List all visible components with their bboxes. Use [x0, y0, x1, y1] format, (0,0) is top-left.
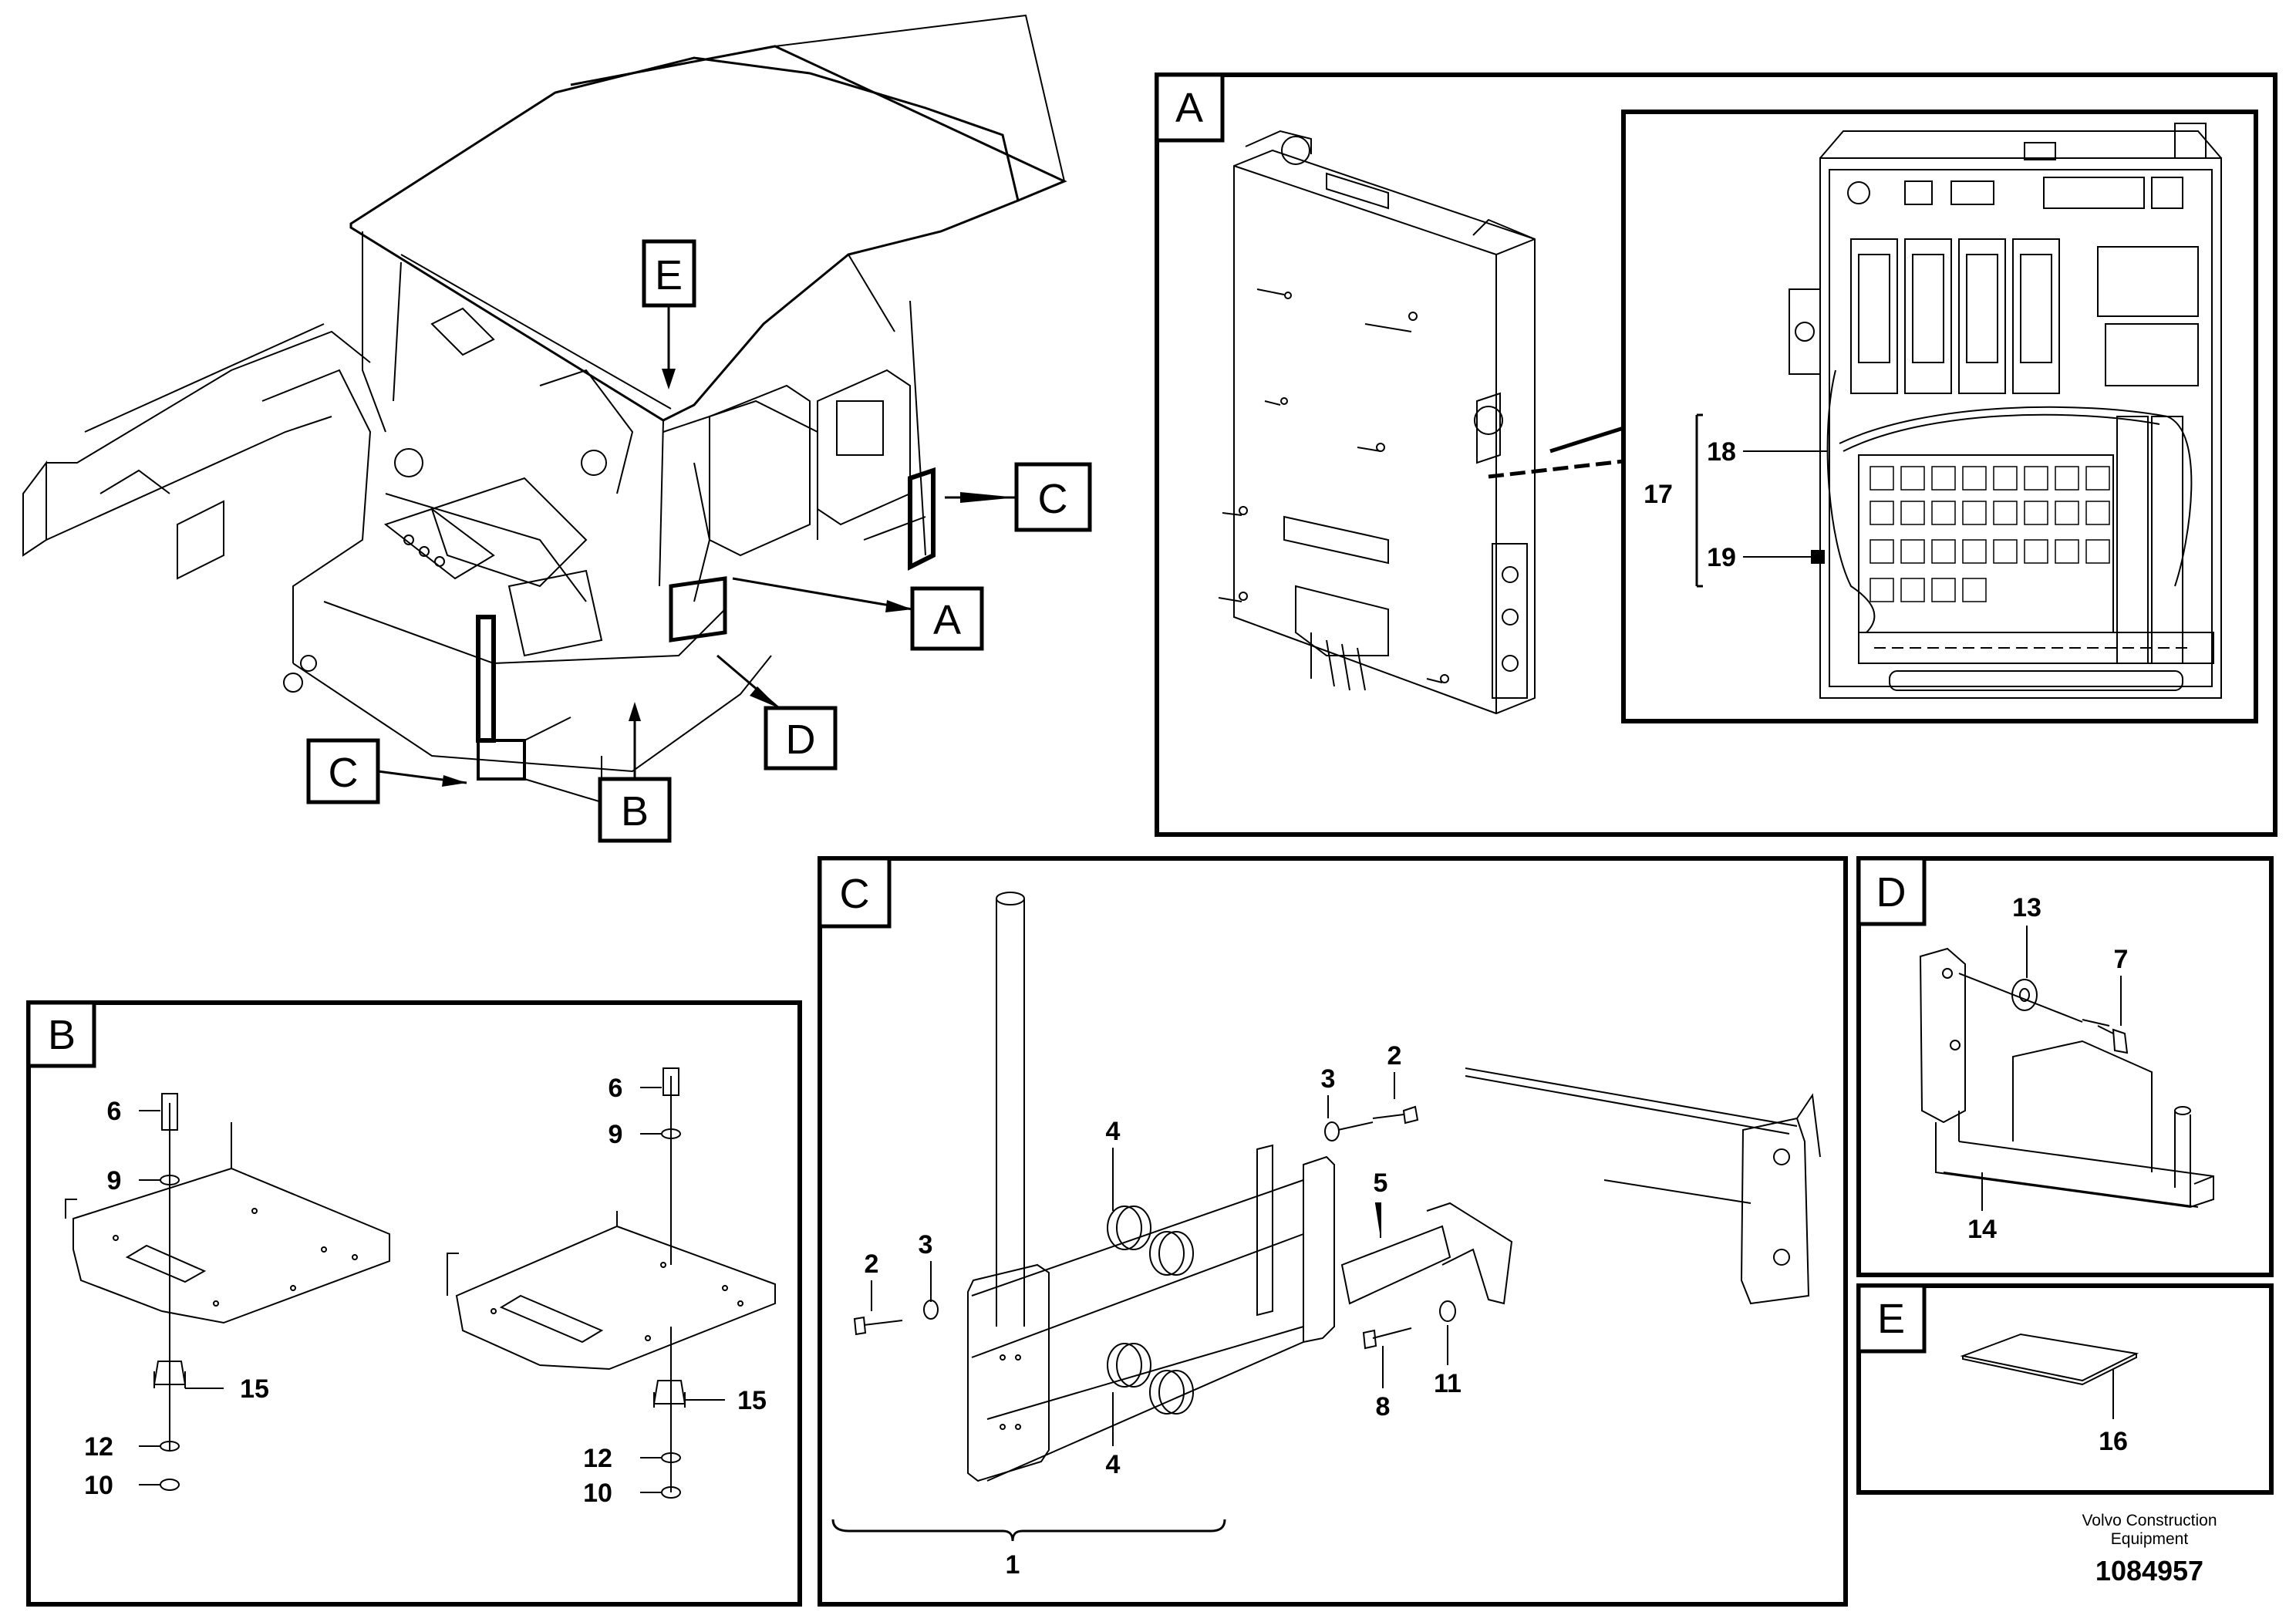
part-number-13: 13 [2012, 893, 2041, 922]
fastener-stack-left [153, 1093, 187, 1491]
part-number-14: 14 [1967, 1215, 1997, 1244]
part-number-5: 5 [1374, 1168, 1388, 1198]
panel-c: C [818, 856, 1848, 1607]
part-number-4-bottom: 4 [1106, 1450, 1121, 1479]
part-number-10-left: 10 [84, 1471, 113, 1500]
panel-d-label: D [1876, 869, 1907, 916]
panel-d: D 13 7 14 [1856, 856, 2274, 1277]
company-line-2: Equipment [2110, 1530, 2189, 1548]
connector-grid [1870, 466, 2110, 602]
part-number-6-right: 6 [609, 1074, 623, 1103]
panel-a-bolts [1218, 288, 1449, 683]
machine-overview [22, 14, 1067, 804]
overview-callouts: E C A D C B [306, 239, 1092, 843]
part-number-17: 17 [1644, 480, 1673, 509]
part-number-9-right: 9 [609, 1120, 623, 1149]
part-number-10-right: 10 [583, 1479, 612, 1508]
part-number-15-right: 15 [737, 1386, 767, 1415]
panel-b: B 6 9 15 12 10 [26, 1000, 802, 1607]
part-number-7: 7 [2114, 945, 2129, 974]
callout-c-left: C [329, 750, 359, 796]
callout-d: D [786, 717, 816, 763]
callout-e: E [655, 252, 683, 298]
electrical-panel [1789, 123, 2222, 699]
part-number-3-left: 3 [919, 1230, 933, 1259]
panel-e-label: E [1877, 1296, 1905, 1342]
floor-plate-left [65, 1122, 390, 1324]
part-number-6-left: 6 [107, 1097, 122, 1126]
part-number-12-left: 12 [84, 1432, 113, 1462]
company-line-1: Volvo Construction [2082, 1512, 2217, 1529]
part-number-3-right: 3 [1321, 1064, 1336, 1094]
bracket-d [1919, 947, 2214, 1209]
callout-a: A [933, 597, 961, 643]
callout-b: B [621, 788, 649, 835]
footer: Volvo Construction Equipment 1084957 [2034, 1512, 2265, 1587]
part-number-19: 19 [1707, 543, 1736, 572]
panel-a: A [1155, 73, 2277, 837]
part-number-2-right: 2 [1387, 1041, 1402, 1071]
panel-c-label: C [840, 871, 870, 917]
part-number-18: 18 [1707, 437, 1736, 467]
part-number-11: 11 [1434, 1369, 1462, 1398]
panel-e: E 16 [1856, 1283, 2274, 1495]
part-number-16: 16 [2099, 1427, 2128, 1456]
mounting-bracket-assembly [853, 892, 1821, 1482]
part-number-2-left: 2 [865, 1249, 879, 1279]
panel-a-label: A [1175, 85, 1203, 131]
panel-b-label: B [48, 1012, 76, 1058]
callout-c-right: C [1038, 476, 1068, 522]
part-number-12-right: 12 [583, 1444, 612, 1473]
panel-c-leaders [871, 1072, 1448, 1446]
part-number-15-left: 15 [240, 1374, 269, 1404]
part-number-4-top: 4 [1106, 1117, 1121, 1146]
part-number-8: 8 [1376, 1392, 1391, 1421]
document-number: 1084957 [2095, 1555, 2204, 1587]
fastener-stack-right [652, 1067, 686, 1499]
part-number-1: 1 [1006, 1550, 1020, 1580]
floor-plate-right [447, 1211, 776, 1371]
part-number-9-left: 9 [107, 1166, 122, 1195]
